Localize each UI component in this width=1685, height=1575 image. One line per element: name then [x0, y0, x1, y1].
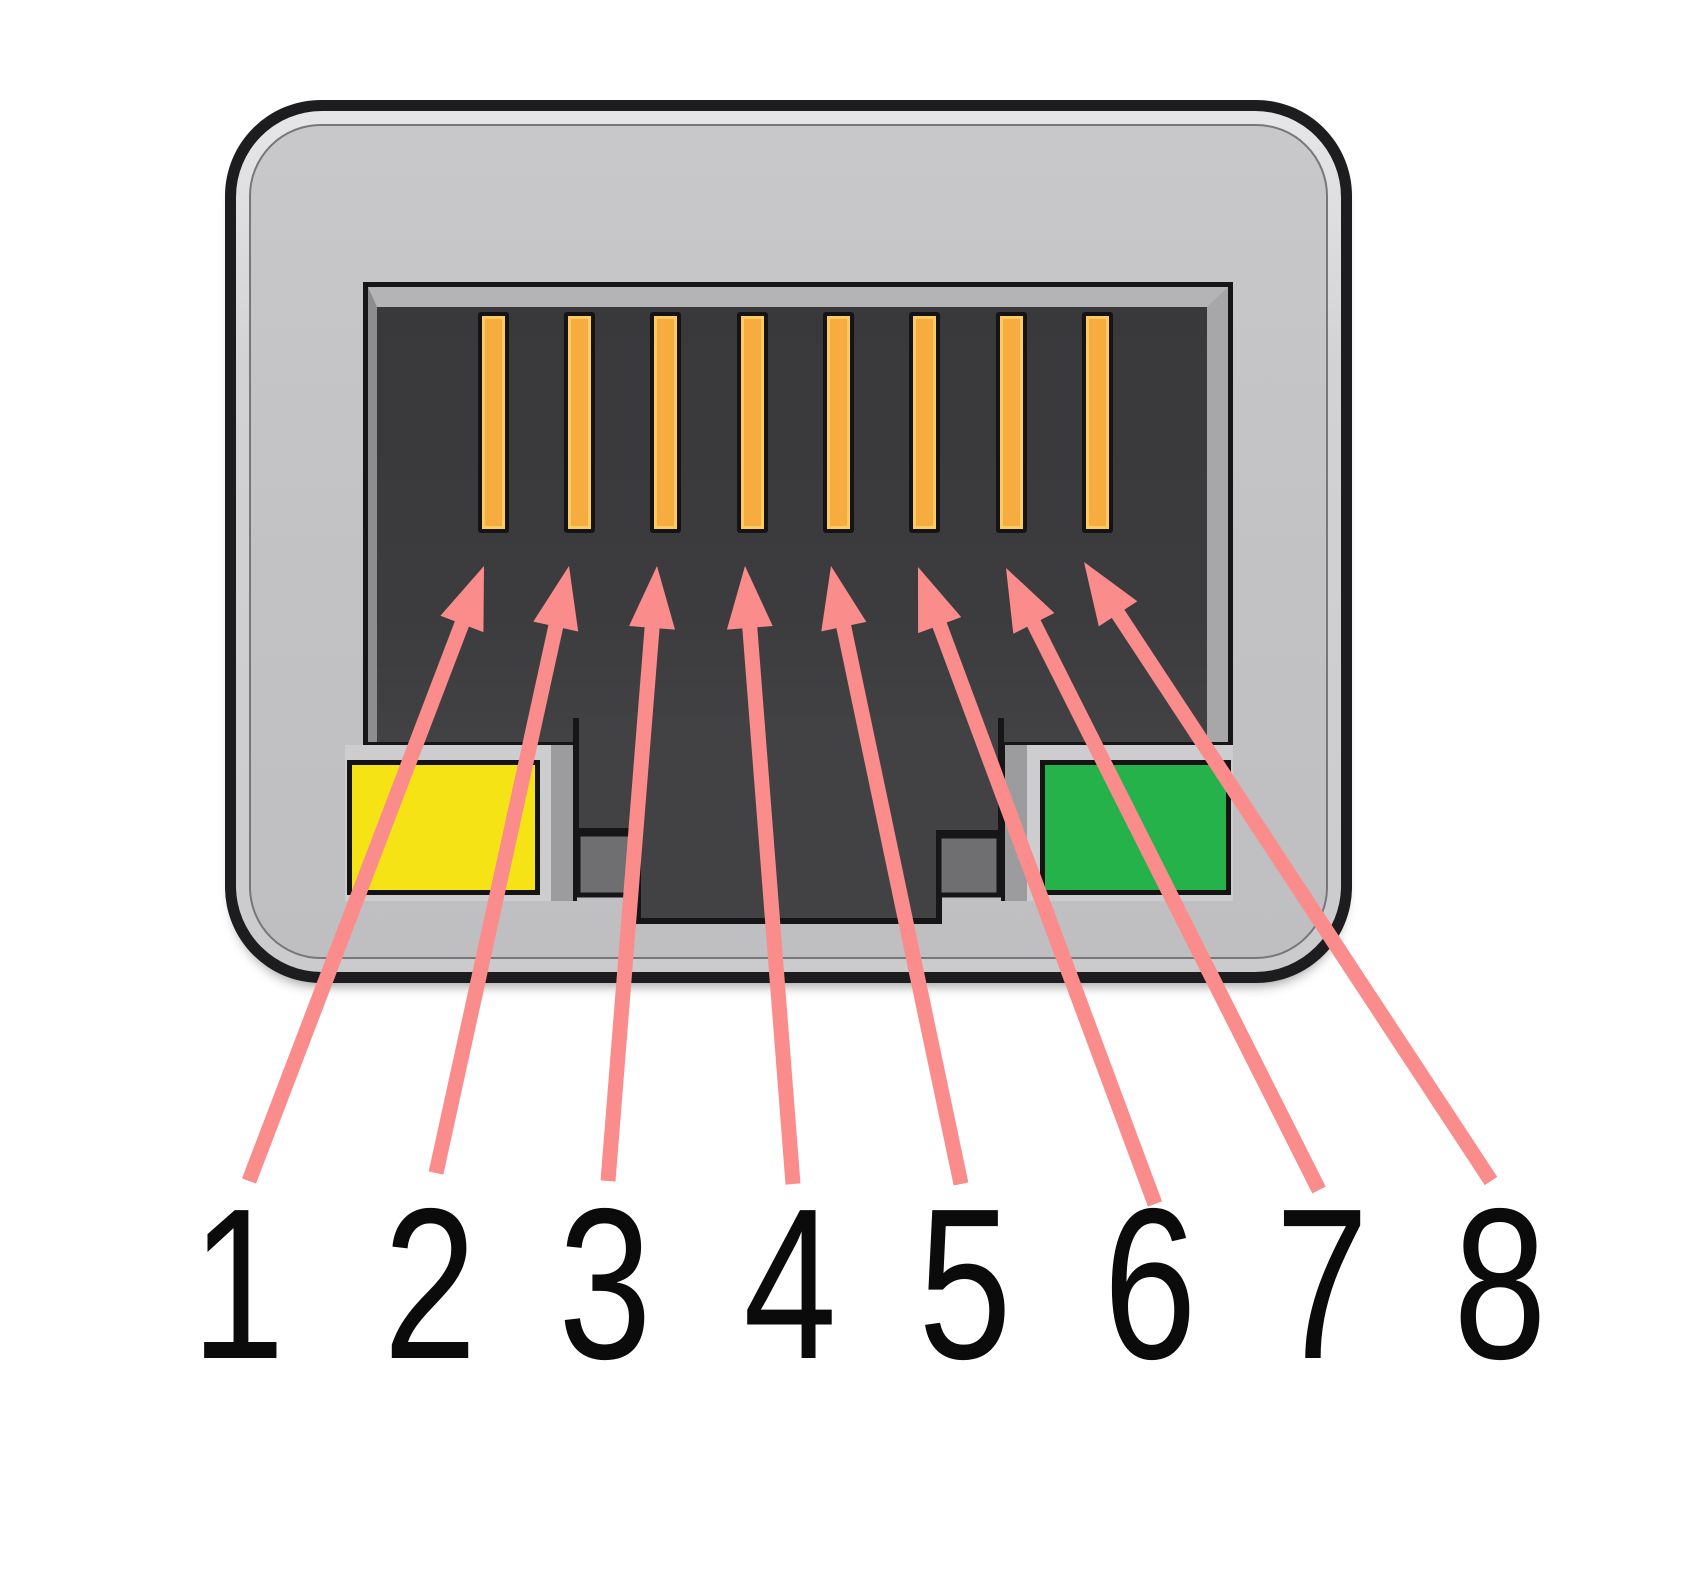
arrowhead [1084, 562, 1138, 627]
pin-contact-7 [996, 312, 1027, 533]
pin-contact-4 [737, 312, 768, 533]
arrowhead [726, 566, 773, 630]
pin-contact-6 [909, 312, 940, 533]
arrowhead [821, 566, 867, 632]
arrowhead [440, 566, 484, 633]
pin-number-label-1: 1 [191, 1163, 285, 1404]
pin-arrow-3 [600, 566, 675, 1182]
pin-contact-2 [564, 312, 595, 533]
pin-contact-3 [650, 312, 681, 533]
pin-number-label-6: 6 [1103, 1163, 1197, 1404]
arrowhead [533, 566, 579, 632]
pin-number-label-5: 5 [918, 1163, 1012, 1404]
latch-step-right [936, 833, 1002, 898]
pin-arrow-2 [428, 566, 579, 1175]
pin-arrow-4 [726, 566, 801, 1185]
pin-contact-5 [823, 312, 854, 533]
pin-arrow-5 [821, 566, 969, 1186]
pin-arrow-1 [241, 566, 484, 1184]
pin-arrow-6 [918, 567, 1163, 1207]
pin-number-label-7: 7 [1275, 1163, 1369, 1404]
pin-arrow-7 [1006, 568, 1326, 1194]
pin-number-label-3: 3 [558, 1163, 652, 1404]
arrowhead [918, 567, 962, 634]
pin-number-label-8: 8 [1453, 1163, 1547, 1404]
pin-number-label-2: 2 [383, 1163, 477, 1404]
pin-number-label-4: 4 [743, 1163, 837, 1404]
pin-arrow-8 [1084, 562, 1498, 1186]
arrowhead [1006, 568, 1055, 634]
pin-contact-1 [478, 312, 509, 533]
arrowhead [629, 566, 675, 630]
pin-contact-8 [1082, 312, 1113, 533]
